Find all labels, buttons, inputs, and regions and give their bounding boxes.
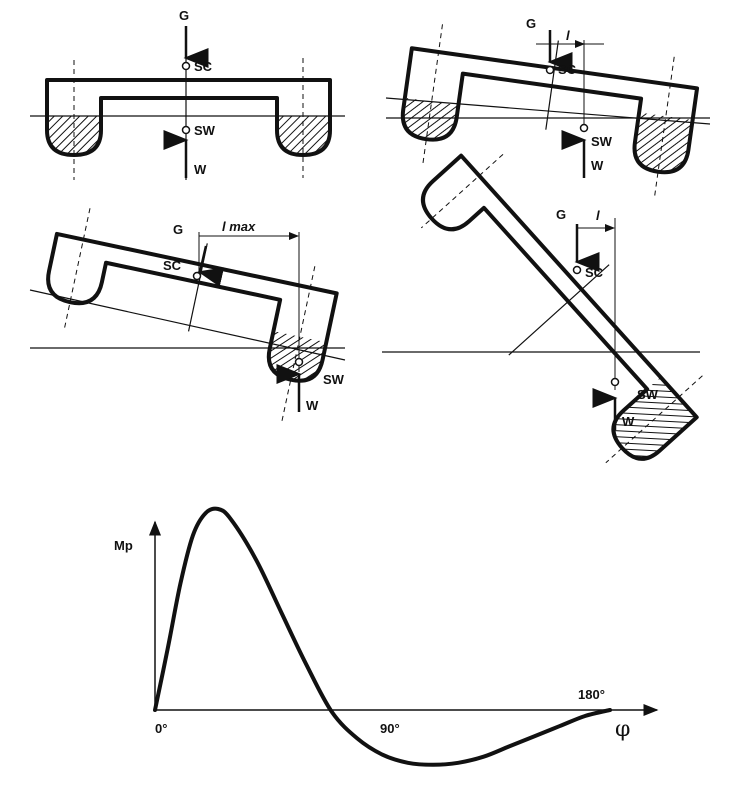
label-sc: SC: [163, 258, 182, 273]
tick-label-0: 0°: [155, 721, 167, 736]
label-sc: SC: [585, 265, 604, 280]
label-sw: SW: [637, 387, 659, 402]
tick-label-90: 90°: [380, 721, 400, 736]
submerged-right: [634, 112, 693, 174]
gravity-center-point: [192, 271, 202, 281]
label-sc: SC: [194, 59, 213, 74]
pontoon-axis-left: [420, 153, 504, 229]
gravity-center-point: [572, 265, 582, 275]
buoyancy-center-point: [294, 357, 304, 367]
label-g: G: [526, 16, 536, 31]
gravity-center-point: [545, 65, 555, 75]
tick-label-180: 180°: [578, 687, 605, 702]
buoyancy-center-point: [610, 377, 620, 387]
hull-outline: [45, 78, 332, 157]
label-g: G: [179, 8, 189, 23]
moment-curve: [153, 506, 612, 767]
label-l: l: [566, 28, 570, 43]
hull-axis: [508, 264, 610, 356]
pontoon-axis-left: [63, 208, 91, 331]
panel-large-tilt: G l SC SW W: [382, 153, 703, 464]
hull-outline: [400, 46, 700, 175]
gravity-arrow: [197, 245, 225, 287]
label-w: W: [622, 414, 635, 429]
righting-moment-chart: Mp φ 0° 90° 180°: [114, 506, 659, 767]
pontoon-axis-right: [605, 375, 703, 464]
label-l: l: [596, 208, 600, 223]
label-sw: SW: [323, 372, 345, 387]
label-g: G: [556, 207, 566, 222]
label-g: G: [173, 222, 183, 237]
pontoon-axis-left: [422, 24, 443, 164]
buoyancy-center-point: [579, 123, 589, 133]
label-sc: SC: [558, 62, 577, 77]
submerged-left: [404, 98, 459, 141]
label-l-max: l max: [222, 219, 256, 234]
panel-small-tilt: G l SC SW W: [385, 16, 711, 196]
label-sw: SW: [591, 134, 613, 149]
submerged-right: [277, 116, 330, 155]
label-w: W: [194, 162, 207, 177]
gravity-center-point: [181, 61, 191, 71]
panel-upright: G SC SW W: [30, 8, 345, 180]
hull-outline: [46, 231, 339, 383]
hull-outline: [420, 153, 699, 461]
panel-max-lever: G l max SC SW W: [29, 208, 346, 423]
label-sw: SW: [194, 123, 216, 138]
label-w: W: [591, 158, 604, 173]
label-w: W: [306, 398, 319, 413]
x-axis-label: φ: [615, 717, 630, 742]
buoyancy-center-point: [181, 125, 191, 135]
y-axis-label: Mp: [114, 538, 133, 553]
